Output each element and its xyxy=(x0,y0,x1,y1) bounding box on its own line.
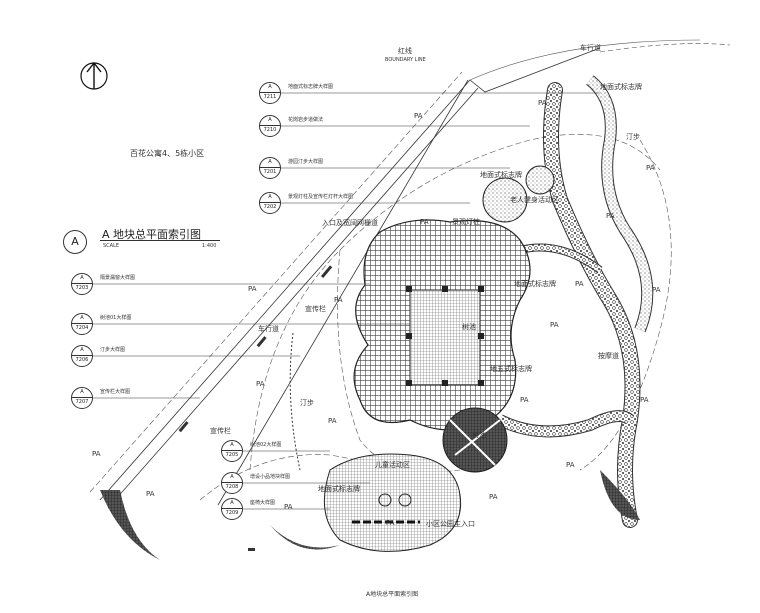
sign-label: 地面式标志牌 xyxy=(318,485,360,493)
pa-label: PA xyxy=(538,99,547,107)
callout-text: 增设小品地块样图 xyxy=(250,474,291,480)
pa-label: PA xyxy=(640,396,649,404)
step-label: 汀步 xyxy=(300,399,314,407)
boundary-label-cn: 红线 xyxy=(398,47,412,55)
drawing-caption: A地块总平面索引图 xyxy=(366,591,419,598)
pa-label: PA xyxy=(606,212,615,220)
leader-lines xyxy=(93,92,600,510)
pa-label: PA xyxy=(646,164,655,172)
title-marker: A xyxy=(63,230,87,254)
sign-label: 地面式标志牌 xyxy=(600,83,642,91)
callout-text: 景观灯柱及宣传栏灯杆大样图 xyxy=(288,194,354,200)
entrance-gate-label: 入口及宽阔网栅道 xyxy=(322,219,378,227)
boundary-road xyxy=(99,47,601,501)
children-label: 儿童活动区 xyxy=(375,461,410,469)
road-label-top: 车行道 xyxy=(580,44,601,52)
pa-label: PA xyxy=(146,490,155,498)
pa-label: PA xyxy=(420,218,429,226)
district-label: 百花公寓4、5栋小区 xyxy=(130,149,205,158)
pa-label: PA xyxy=(575,280,584,288)
pa-label: PA xyxy=(652,286,661,294)
children-area xyxy=(323,453,462,552)
callout-text: 宣传栏大样图 xyxy=(100,389,131,395)
sign-label: 地面式标志牌 xyxy=(514,280,556,288)
pa-label: PA xyxy=(92,450,101,458)
north-arrow-icon xyxy=(80,61,108,90)
elderly-label: 老人健身活动区 xyxy=(510,196,559,204)
scale-value: 1:400 xyxy=(202,243,217,249)
pa-label: PA xyxy=(566,461,575,469)
fence-label: 宣传栏 xyxy=(210,427,231,435)
planting-sw xyxy=(100,490,160,560)
callout-text: 隔景漏窗大样图 xyxy=(100,275,136,281)
pa-label: PA xyxy=(520,396,529,404)
pa-label: PA xyxy=(328,417,337,425)
massage-label: 按摩道 xyxy=(598,352,619,360)
callout-text: 座椅大样图 xyxy=(250,500,276,506)
sign-label: 地面式标志牌 xyxy=(480,171,522,179)
callout-text: 花岗岩步道做法 xyxy=(288,117,324,123)
lamp-label: 景观灯柱 xyxy=(452,218,480,226)
walk-label: 汀步 xyxy=(626,133,640,141)
callout-text: 树池01大样图 xyxy=(100,315,132,321)
main-entrance-label: 小区公园主入口 xyxy=(426,520,475,528)
sign-label: 地五式标志牌 xyxy=(490,365,532,373)
pa-label: PA xyxy=(284,503,293,511)
callout-text: 地面式标志牌大样图 xyxy=(288,84,334,90)
boundary-label-en: BOUNDARY LINE xyxy=(385,57,426,63)
tree-pit-label: 树池 xyxy=(462,323,476,331)
pa-label: PA xyxy=(414,112,423,120)
fence-label: 宣传栏 xyxy=(305,305,326,313)
callout-text: 汀步大样图 xyxy=(100,347,126,353)
pa-label: PA xyxy=(386,519,395,527)
car-road-label: 车行道 xyxy=(258,325,279,333)
callout-text: 游园汀步大样图 xyxy=(288,159,324,165)
page-title: A 地块总平面索引图 xyxy=(102,228,202,241)
pa-label: PA xyxy=(489,493,498,501)
elderly-area xyxy=(482,177,528,223)
tree-pit-label: 树池 xyxy=(472,431,486,439)
pa-label: PA xyxy=(334,296,343,304)
pa-label: PA xyxy=(256,380,265,388)
scale-label: SCALE xyxy=(103,243,120,249)
pa-label: PA xyxy=(550,321,559,329)
pa-label: PA xyxy=(248,285,257,293)
callout-text: 树池02大样图 xyxy=(250,442,282,448)
